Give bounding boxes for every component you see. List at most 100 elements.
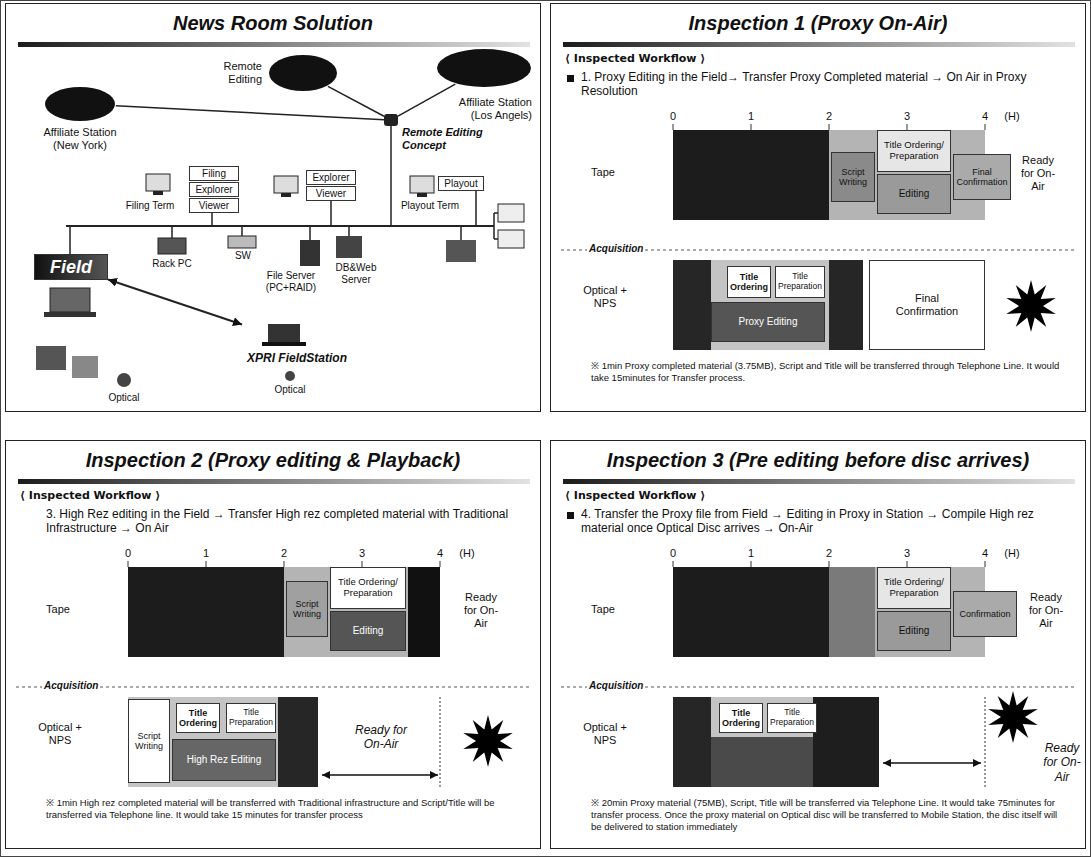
label-text: 2 xyxy=(272,547,296,560)
laptop-base xyxy=(262,342,306,346)
label-text: 3. High Rez editing in the Field → Trans… xyxy=(46,507,526,536)
label-text: Optical xyxy=(102,392,146,404)
label-text: 2 xyxy=(817,110,841,123)
tape-acquisition-bar xyxy=(673,567,829,657)
switch-icon xyxy=(228,236,256,248)
timeline-art xyxy=(16,479,532,787)
site-shape xyxy=(437,49,531,87)
node-label: Title Ordering/ Preparation xyxy=(332,577,404,599)
axis-tick-label: 2 xyxy=(817,110,841,123)
row-label: Optical + NPS xyxy=(581,721,629,747)
node-label: Affiliate Station (Los Angels) xyxy=(436,96,532,122)
label-text: Optical xyxy=(268,384,312,396)
label-text: 0 xyxy=(661,547,685,560)
workflow-statement: 1. Proxy Editing in the Field→ Transfer … xyxy=(581,70,1071,99)
process-box: Explorer xyxy=(306,170,356,185)
network-wires xyxy=(70,126,498,254)
label-text: Playout Term xyxy=(398,200,462,212)
process-box: Final Confirmation xyxy=(869,260,985,350)
monitor-icon xyxy=(498,230,524,248)
node-label: Filing xyxy=(202,168,226,180)
row-label: Optical + NPS xyxy=(36,721,84,747)
axis-tick-label: (H) xyxy=(997,547,1027,560)
connector-line xyxy=(116,106,384,120)
node-label: Title Preparation xyxy=(777,272,823,292)
label-text: SW xyxy=(230,250,256,262)
process-box: Final Confirmation xyxy=(953,154,1011,200)
node-label: XPRI FieldStation xyxy=(247,352,347,366)
process-box: Title Ordering/ Preparation xyxy=(877,567,951,609)
node-label: Script Writing xyxy=(288,599,326,620)
label-text: Acquisition xyxy=(42,680,100,692)
process-box: Title Ordering xyxy=(176,703,220,733)
label-text: 3 xyxy=(895,110,919,123)
on-air-star xyxy=(1006,280,1055,332)
transfer-bar xyxy=(673,260,711,350)
label-text: File Server (PC+RAID) xyxy=(260,270,322,294)
axis-tick-label: 0 xyxy=(661,110,685,123)
tape-bar xyxy=(128,567,440,657)
workflow-statement: 4. Transfer the Proxy file from Field → … xyxy=(581,507,1071,536)
row-label: Tape xyxy=(571,603,635,616)
process-box: Editing xyxy=(877,611,951,651)
label-text: (H) xyxy=(997,110,1027,123)
row-label: Tape xyxy=(26,603,90,616)
process-box: Playout xyxy=(438,176,484,191)
node-label: Title Ordering xyxy=(721,708,761,729)
label-text: 1. Proxy Editing in the Field→ Transfer … xyxy=(581,70,1071,99)
optical-bar xyxy=(711,260,829,350)
label-text: 0 xyxy=(116,547,140,560)
file-server-icon xyxy=(300,240,320,266)
process-box: Confirmation xyxy=(953,591,1017,637)
label-text: DB&Web Server xyxy=(328,262,384,286)
site-shape xyxy=(45,87,115,121)
title-rule xyxy=(563,479,1075,484)
connector-line xyxy=(398,84,455,116)
workflow-statement: 3. High Rez editing in the Field → Trans… xyxy=(46,507,526,536)
terminal-icon xyxy=(146,174,170,191)
proxy-edit-bar xyxy=(711,737,813,787)
bullet xyxy=(567,512,574,519)
label-text: 4 xyxy=(973,547,997,560)
label-text: Ready for On-Air xyxy=(1015,154,1061,194)
label-text: Ready for On-Air xyxy=(458,591,504,631)
section-label: ⟨ Inspected Workflow ⟩ xyxy=(565,489,785,502)
node-label: Remote Editing Concept xyxy=(402,126,486,152)
drive-icon xyxy=(72,356,98,378)
on-air-star xyxy=(988,691,1037,743)
label-text: Tape xyxy=(571,166,635,179)
site-ellipse: Affiliate Station (New York) xyxy=(44,86,116,122)
label-text: ⟨ Inspected Workflow ⟩ xyxy=(565,489,785,502)
db-server-icon xyxy=(336,236,362,258)
node-label: Title Preparation xyxy=(228,708,274,728)
device-label: DB&Web Server xyxy=(328,262,384,286)
tape-script-bar xyxy=(829,567,875,657)
transfer-bar xyxy=(813,697,879,787)
node-label: Title Ordering/ Preparation xyxy=(879,577,949,599)
process-box: Script Writing xyxy=(286,581,328,637)
process-box: High Rez Editing xyxy=(172,739,276,781)
node-label: Editing xyxy=(353,625,384,637)
deadline-line xyxy=(985,697,986,787)
optical-disc-icon xyxy=(117,373,131,387)
section-label: ⟨ Inspected Workflow ⟩ xyxy=(20,489,240,502)
node-label: Remote Editing xyxy=(210,60,262,86)
process-box: Title Ordering xyxy=(719,703,763,733)
process-box: Title Ordering xyxy=(727,266,771,298)
deadline-line xyxy=(440,697,441,787)
optical-disc-icon xyxy=(285,371,295,381)
site-ellipse: Remote Editing xyxy=(268,54,338,92)
slide-panel: News Room SolutionRemote EditingRemote E… xyxy=(5,3,541,412)
label-text: 3 xyxy=(350,547,374,560)
process-box: Title Ordering/ Preparation xyxy=(877,130,951,172)
label-text: Acquisition xyxy=(587,243,645,255)
node-label: Affiliate Station (New York) xyxy=(32,126,128,152)
connector-line xyxy=(108,279,242,324)
label-text: Rack PC xyxy=(148,258,196,270)
node-label: Viewer xyxy=(199,200,229,212)
ellipse-outline xyxy=(436,48,532,88)
title-rule xyxy=(18,42,530,47)
label-text: Optical + NPS xyxy=(581,284,629,310)
device-label: Filing Term xyxy=(114,200,186,212)
playout-device-icon xyxy=(446,240,476,262)
